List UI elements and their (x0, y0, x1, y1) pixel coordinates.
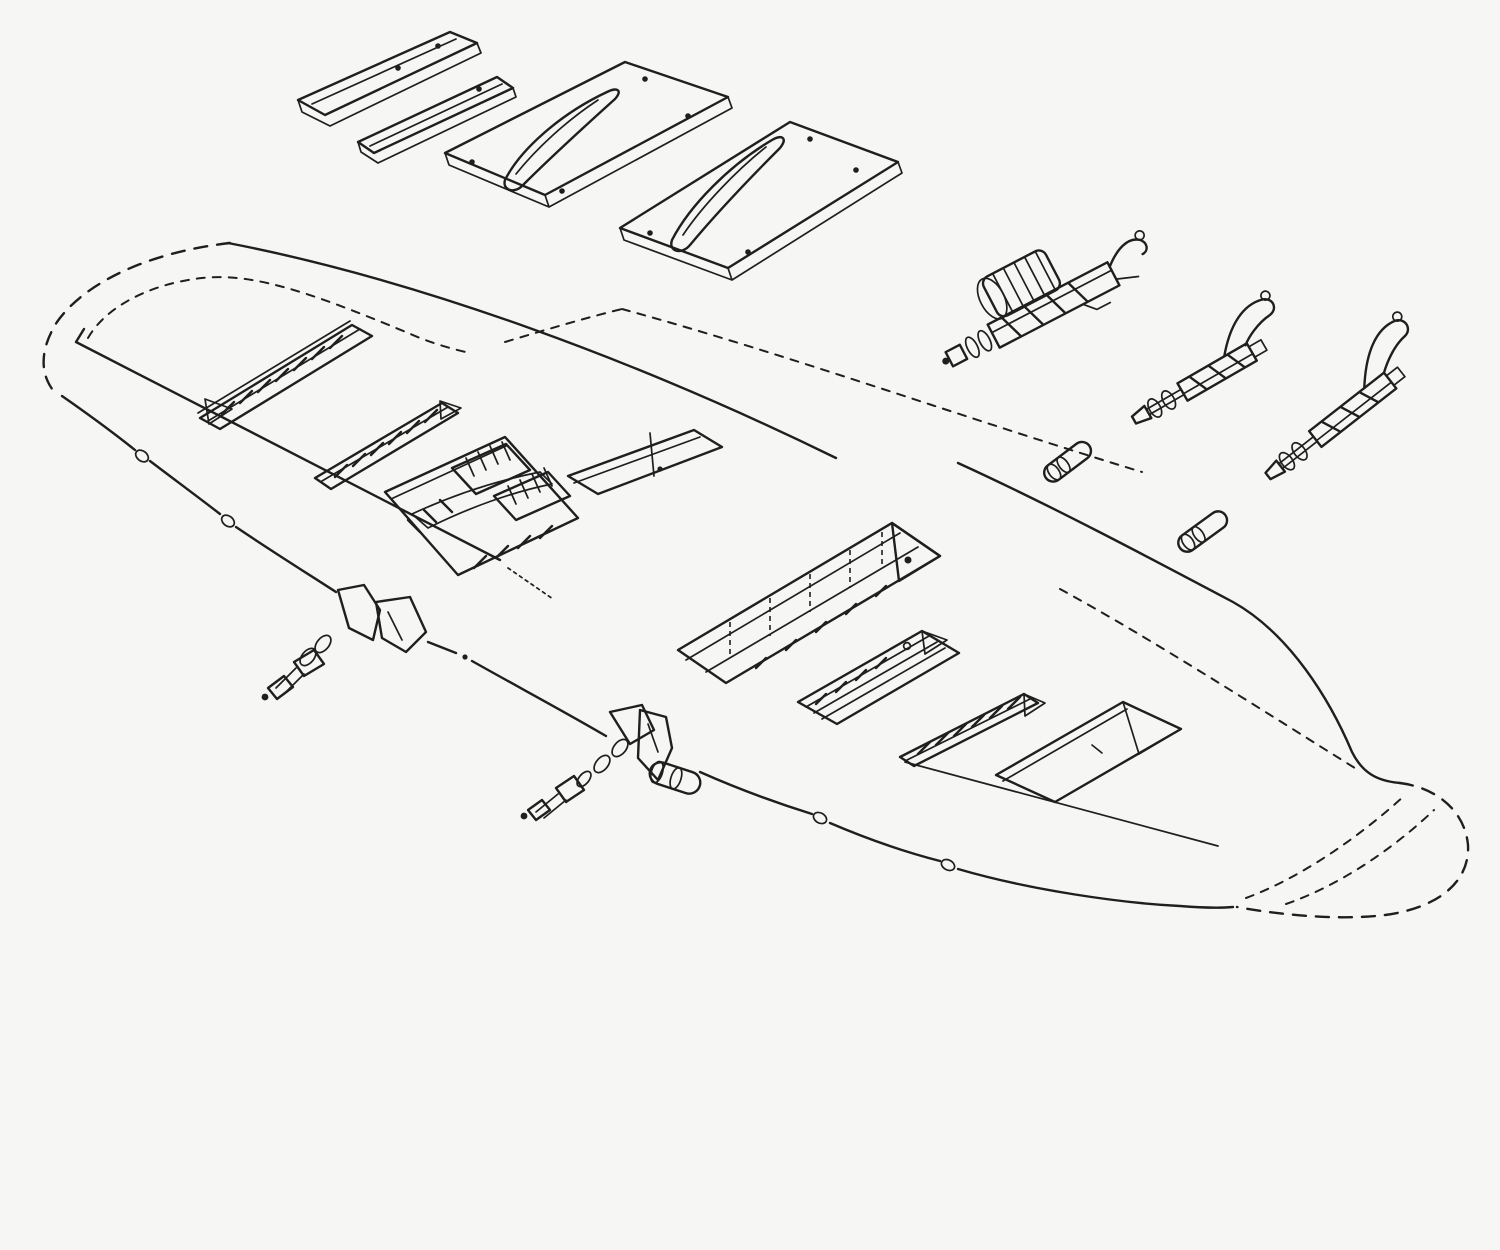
right-rib-bay: Starboard ribbed ammunition bay (796, 629, 961, 726)
right-open-bay: Starboard open equipment bay (994, 700, 1183, 804)
right-wingtip-dashed (1235, 781, 1470, 919)
panel-strip-1: Narrow gun-bay cover strip (outer) (296, 30, 482, 127)
cylinder-part-1: Small cylindrical fairing part (1042, 440, 1093, 483)
panel-blister-1: Access panel with teardrop blister (port… (443, 60, 733, 208)
left-wingtip-dashed (42, 241, 232, 398)
left-ammo-bay: Port cannon bay with ammunition feed det… (383, 435, 580, 600)
left-hinge-dashed (87, 276, 471, 354)
left-spar-line (74, 327, 502, 562)
leading-edge (60, 394, 137, 452)
left-gun-slot-1: Outer port machine-gun bay slot (197, 320, 374, 431)
right-aileron-dashed (1059, 588, 1359, 771)
panel-blister-2: Access panel with teardrop blister (star… (618, 120, 903, 281)
right-spar-line (904, 761, 1219, 847)
machine-gun-1: Machine gun with curved feed chute (1130, 290, 1276, 425)
left-trailing-edge (226, 241, 838, 460)
hispano-cannon: 20 mm cannon with drum magazine and feed… (942, 230, 1148, 368)
right-tip-inner-dash-2 (1285, 809, 1435, 905)
left-gun-slot-2: Inner port machine-gun bay slot (313, 400, 462, 491)
right-tip-inner-dash-1 (1245, 795, 1405, 899)
cannon-barrel-fairing-2: Cannon barrel with fairing and stub fair… (520, 703, 702, 822)
left-open-bay: Port open equipment bay (566, 428, 724, 496)
cannon-barrel-fairing-1: Cannon barrel with fairing protruding fr… (261, 583, 428, 701)
right-trailing-edge (956, 461, 1402, 785)
panel-strip-2: Narrow gun-bay cover strip (inner) (356, 75, 517, 164)
right-gun-slot: Starboard machine-gun bay slot (898, 692, 1046, 768)
machine-gun-2: Machine gun with curved feed chute (oute… (1264, 311, 1410, 481)
right-box-bay: Starboard deep cannon bay with ejection … (676, 521, 942, 685)
cylinder-part-2: Small cylindrical fairing part (1177, 510, 1229, 553)
